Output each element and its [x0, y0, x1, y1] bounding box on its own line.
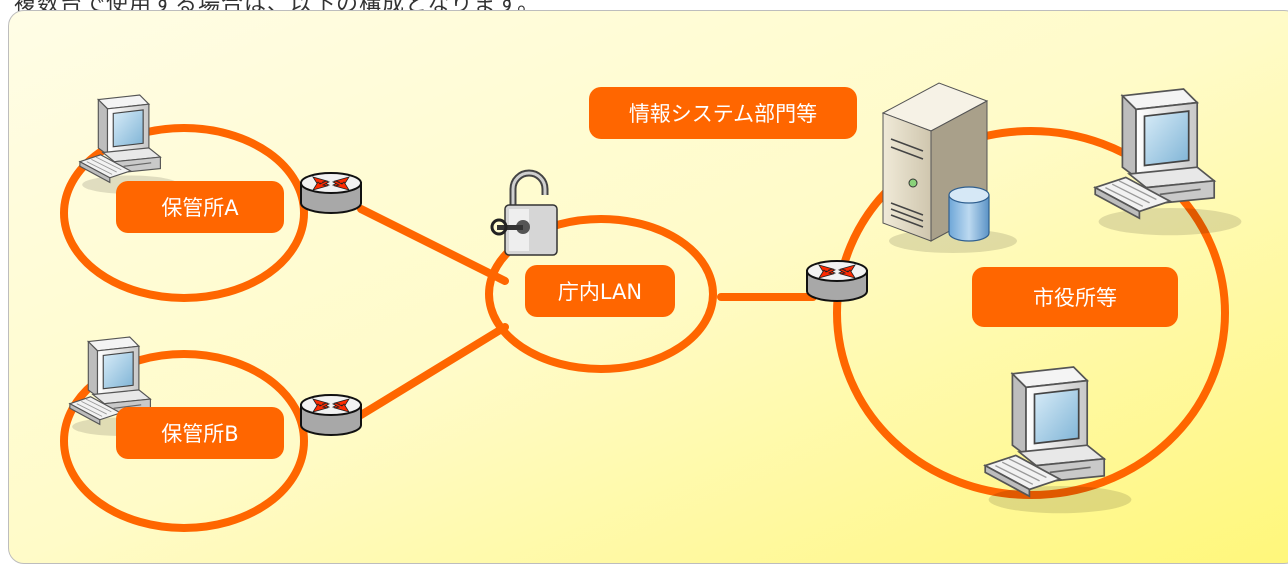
label-hokensho-a: 保管所A: [116, 181, 284, 233]
hokensho-a-network: [60, 124, 308, 302]
pc-shiyakusho-top-icon: [1094, 88, 1243, 237]
link-a-lan: [357, 205, 509, 285]
chonai-lan-network: [485, 215, 717, 373]
server-icon: [881, 82, 1017, 253]
pc-hokensho-a-icon: [79, 94, 180, 195]
label-johosystem: 情報システム部門等: [589, 87, 857, 139]
router-city-icon: [806, 260, 868, 302]
router-a-icon: [300, 172, 362, 214]
padlock-key-icon: [490, 169, 558, 256]
hokensho-b-network: [60, 350, 308, 532]
router-b-icon: [300, 394, 362, 436]
label-hokensho-b: 保管所B: [116, 407, 284, 459]
network-diagram: [60, 82, 1243, 532]
label-shiyakusho: 市役所等: [972, 267, 1178, 327]
pc-shiyakusho-bottom-icon: [984, 366, 1133, 515]
link-b-lan: [357, 323, 509, 419]
network-diagram-panel: 保管所A 保管所B 庁内LAN 情報システム部門等 市役所等: [8, 10, 1288, 564]
database-icon: [948, 186, 990, 242]
label-chonai-lan: 庁内LAN: [525, 265, 675, 317]
